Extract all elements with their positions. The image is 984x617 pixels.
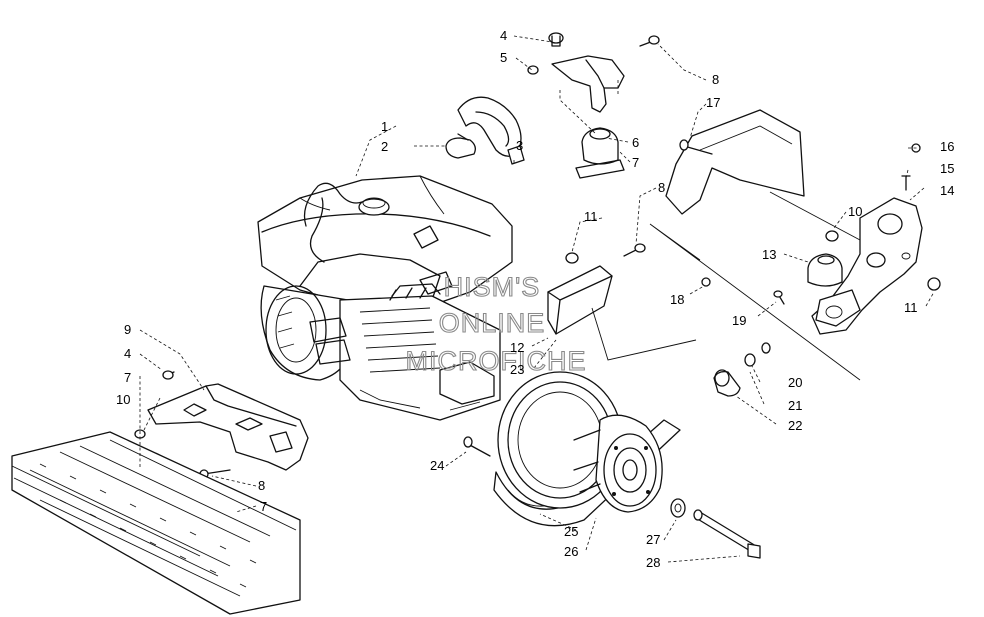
callout-16: 16 [940, 139, 954, 154]
callout-4: 4 [124, 346, 131, 361]
engine-assembly [257, 175, 513, 421]
callout-5: 5 [500, 50, 507, 65]
callout-10: 10 [116, 392, 130, 407]
callout-7: 7 [632, 155, 639, 170]
right-mount-plate [649, 109, 941, 397]
callout-19: 19 [732, 313, 746, 328]
callout-24: 24 [430, 458, 444, 473]
callout-labels: 1 2 3 4 5 8 17 6 7 8 16 15 14 10 11 13 1… [116, 28, 954, 570]
leader-lines [139, 35, 935, 563]
callout-23: 23 [510, 362, 524, 377]
watermark-line-1: HISM'S [444, 272, 541, 302]
callout-7: 7 [124, 370, 131, 385]
callout-15: 15 [940, 161, 954, 176]
callout-8: 8 [658, 180, 665, 195]
frame-rail [11, 431, 301, 615]
callout-6: 6 [632, 135, 639, 150]
callout-21: 21 [788, 398, 802, 413]
callout-14: 14 [940, 183, 954, 198]
callout-8: 8 [258, 478, 265, 493]
recoil-handle [445, 96, 525, 165]
center-bracket [547, 243, 697, 361]
callout-17: 17 [706, 95, 720, 110]
callout-22: 22 [788, 418, 802, 433]
callout-25: 25 [564, 524, 578, 539]
callout-27: 27 [646, 532, 660, 547]
watermark-line-2: ONLINE [439, 308, 546, 338]
watermark-line-3: MICROFICHE [406, 346, 587, 376]
callout-18: 18 [670, 292, 684, 307]
callout-1: 1 [381, 119, 388, 134]
callout-10: 10 [848, 204, 862, 219]
callout-26: 26 [564, 544, 578, 559]
watermark: HISM'S ONLINE MICROFICHE [405, 271, 587, 376]
callout-12: 12 [510, 340, 524, 355]
callout-4: 4 [500, 28, 507, 43]
callout-3: 3 [516, 138, 523, 153]
callout-11: 11 [584, 209, 598, 224]
drive-clutch-assembly [463, 371, 761, 559]
callout-13: 13 [762, 247, 776, 262]
callout-20: 20 [788, 375, 802, 390]
callout-7: 7 [260, 499, 267, 514]
callout-9: 9 [124, 322, 131, 337]
callout-8: 8 [712, 72, 719, 87]
callout-2: 2 [381, 139, 388, 154]
callout-11: 11 [904, 300, 918, 315]
callout-28: 28 [646, 555, 660, 570]
upper-mount-bracket [527, 32, 660, 179]
